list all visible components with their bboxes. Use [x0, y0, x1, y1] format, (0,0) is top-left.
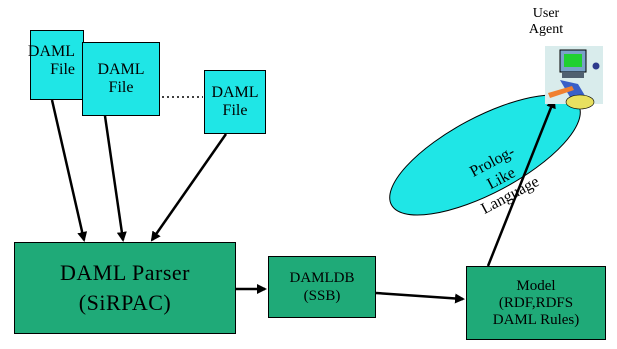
model-line-3: DAML Rules): [492, 311, 580, 328]
model-line-2: (RDF,RDFS: [498, 294, 574, 311]
arrow-db-to-model: [375, 291, 465, 304]
model-node: Model (RDF,RDFS DAML Rules): [466, 266, 606, 340]
daml-file-2-line-1: DAML: [97, 61, 145, 78]
daml-file-node-2: DAML File: [82, 42, 160, 116]
user-agent-label-line-2: Agent: [528, 22, 564, 37]
daml-file-1-line-2: File: [50, 61, 75, 78]
daml-parser-title: DAML Parser: [60, 260, 190, 285]
daml-file-node-3: DAML File: [204, 70, 266, 134]
daml-file-3-line-2: File: [222, 102, 248, 119]
arrow-file3-to-parser: [150, 133, 228, 242]
daml-file-3-line-1: DAML: [211, 84, 259, 101]
daml-parser-node: DAML Parser (SiRPAC): [14, 242, 236, 334]
damldb-node: DAMLDB (SSB): [268, 256, 376, 318]
user-agent-icon: [545, 46, 603, 110]
model-title: Model: [516, 277, 556, 294]
damldb-subtitle: (SSB): [303, 288, 341, 304]
arrow-file1-to-parser: [50, 99, 88, 242]
daml-file-1-line-1: DAML: [27, 43, 75, 60]
arrow-model-to-agent: [486, 98, 556, 267]
daml-file-2-line-2: File: [108, 79, 134, 96]
daml-parser-subtitle: (SiRPAC): [78, 290, 172, 315]
user-agent-label-line-1: User: [532, 6, 560, 21]
arrow-file2-to-parser: [103, 115, 127, 242]
user-agent-label: User Agent: [516, 6, 576, 38]
daml-file-node-1: DAML File: [27, 30, 84, 100]
damldb-title: DAMLDB: [289, 270, 355, 286]
